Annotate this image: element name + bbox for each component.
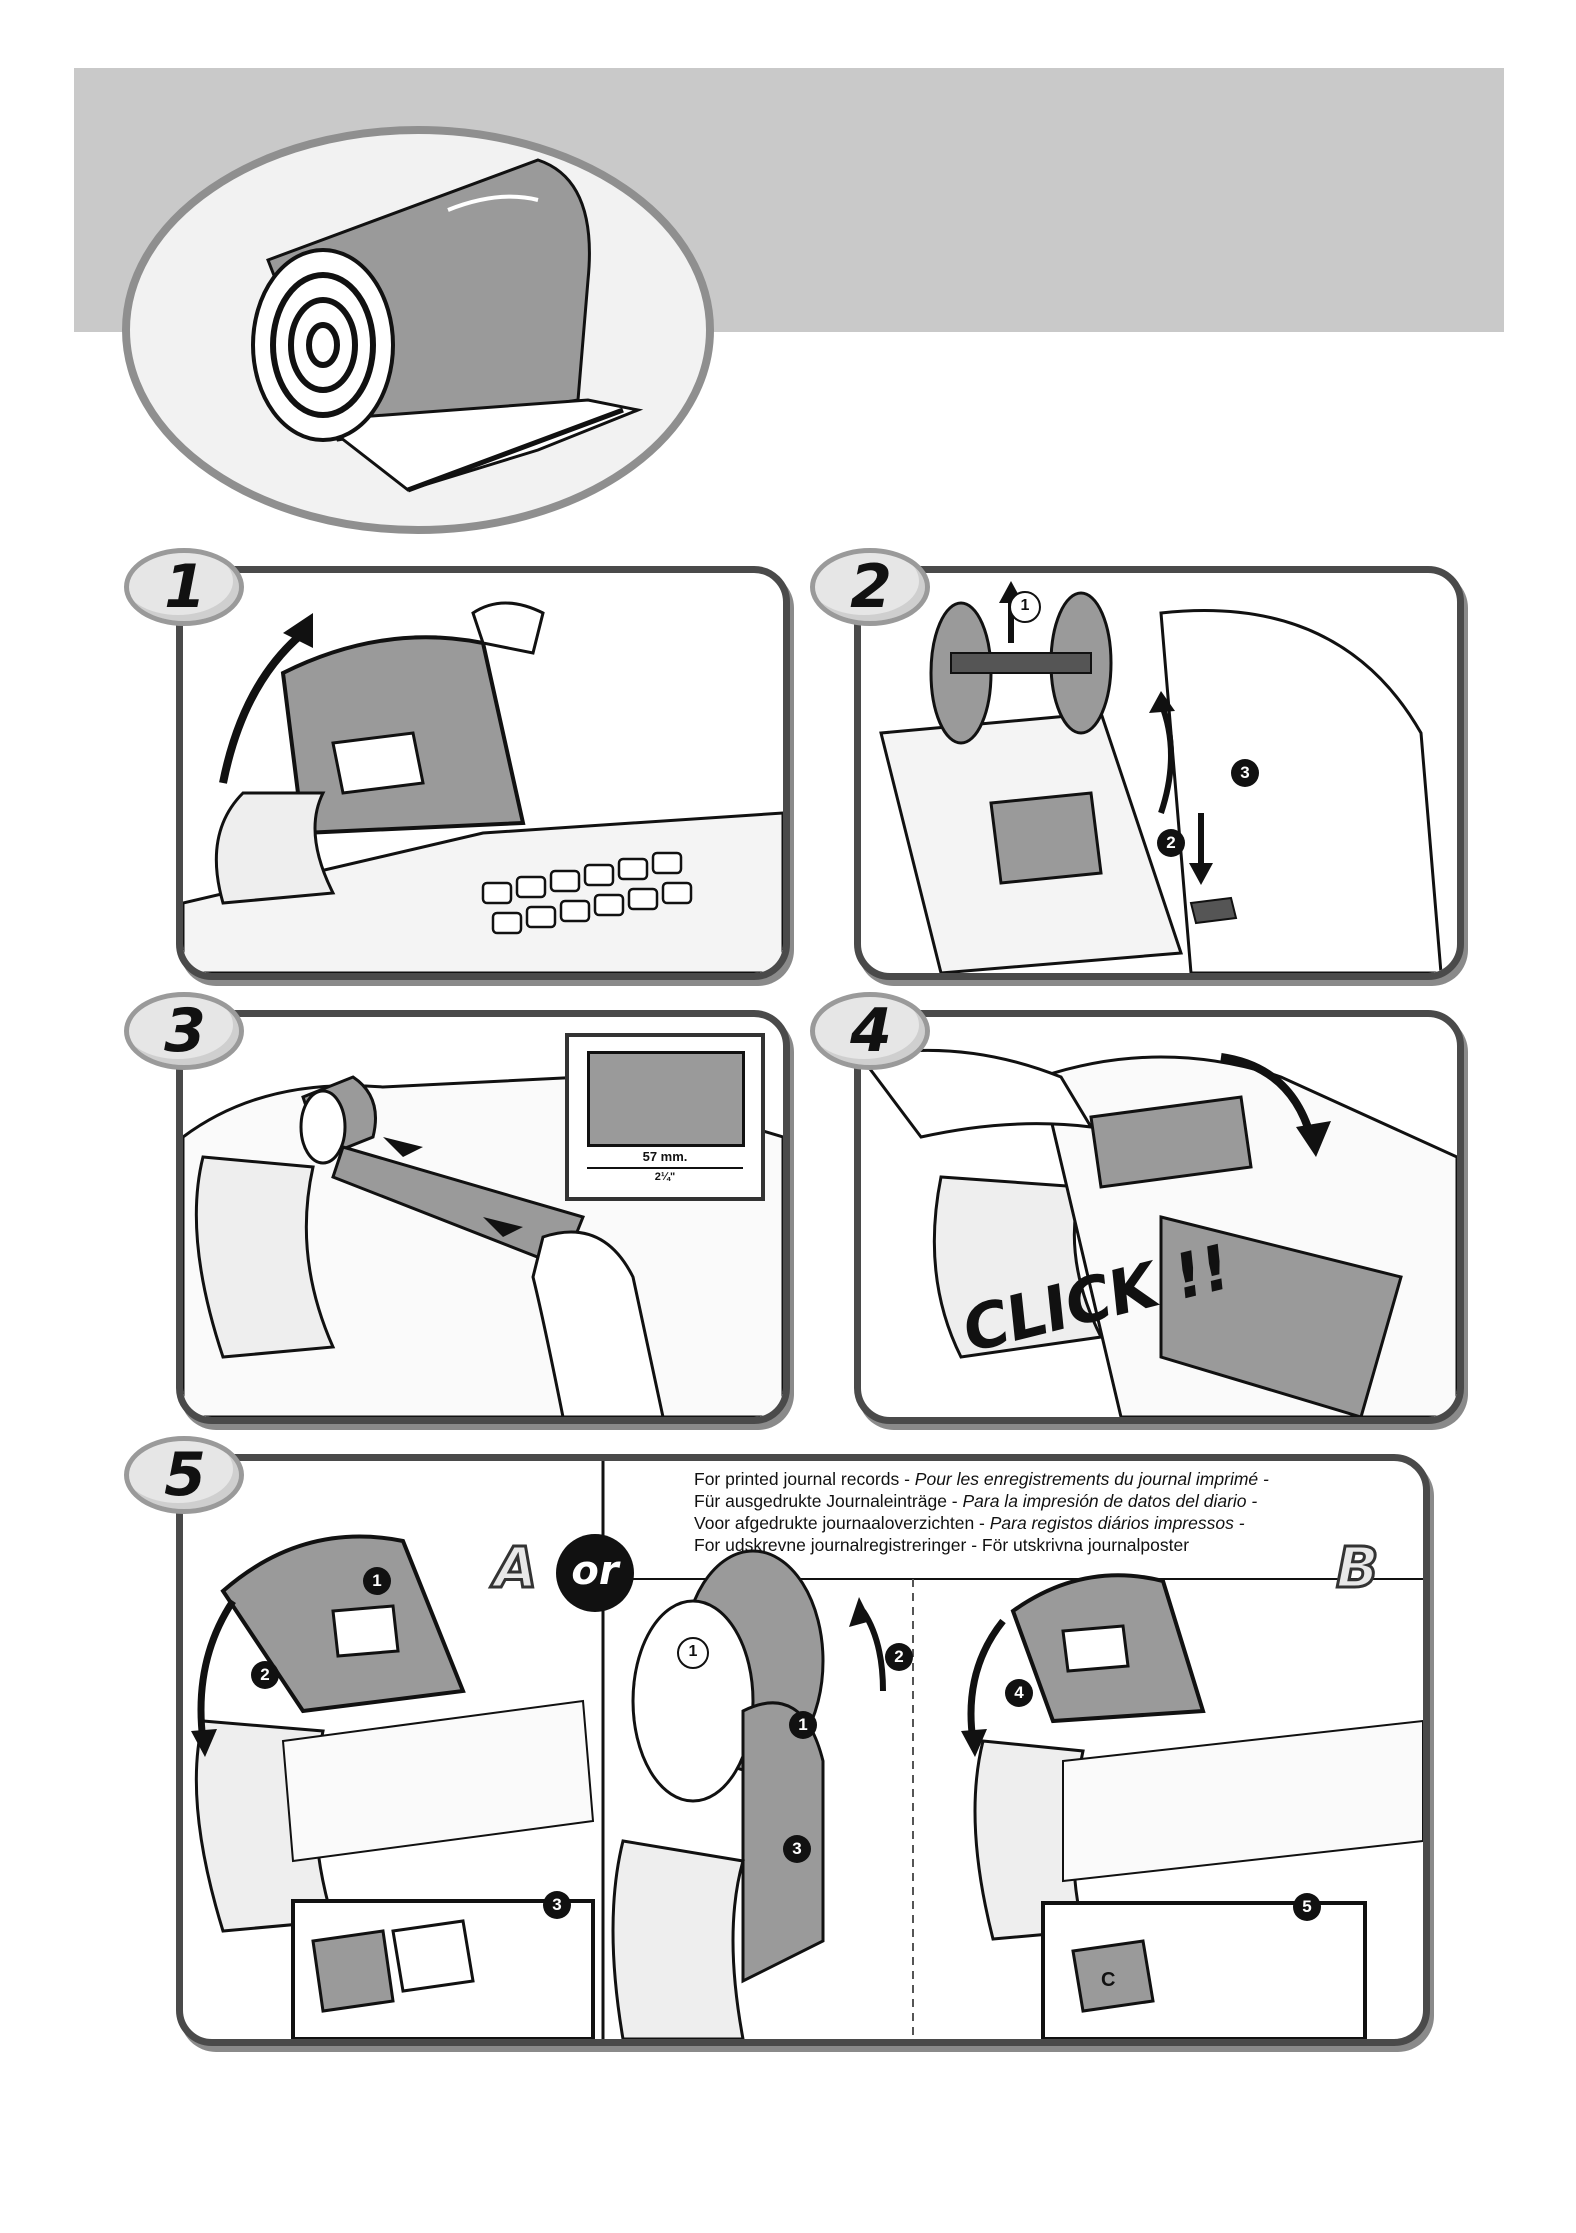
- paper-width-inch: 2¼": [654, 1171, 676, 1183]
- step-5-number: 5: [124, 1436, 244, 1514]
- step-4-illustration: [861, 1048, 1457, 1417]
- step5-callout-3a: 3: [543, 1891, 571, 1919]
- note-line-2: Für ausgedrukte Journaleinträge - Para l…: [694, 1491, 1258, 1511]
- paper-width-inset: 57 mm. 2¼": [565, 1033, 765, 1201]
- step-3-illustration: [183, 1075, 783, 1417]
- step-5-illustration: [191, 1461, 1423, 2039]
- step-4-number: 4: [810, 992, 930, 1070]
- note-line-1: For printed journal records - Pour les e…: [694, 1469, 1269, 1489]
- paper-width-mm: 57 mm.: [642, 1149, 688, 1164]
- note-line-4: For udskrevne journalregistreringer - Fö…: [694, 1535, 1190, 1555]
- option-a-label: A: [492, 1535, 538, 1603]
- callout-2: 2: [1157, 829, 1185, 857]
- note-line-3: Voor afgedrukte journaaloverzichten - Pa…: [694, 1513, 1245, 1533]
- journal-note: For printed journal records - Pour les e…: [694, 1468, 1394, 1556]
- paper-roll-illustration: [122, 126, 714, 534]
- callout-3: 3: [1231, 759, 1259, 787]
- step-1-illustration: [183, 601, 783, 973]
- step-3-number: 3: [124, 992, 244, 1070]
- step-2-illustration: [879, 581, 1443, 973]
- or-badge: or: [556, 1534, 634, 1612]
- step5-callout-1c: 1: [789, 1711, 817, 1739]
- step5-callout-5: 5: [1293, 1893, 1321, 1921]
- step-4-panel: [854, 1010, 1464, 1424]
- option-b-label: B: [1335, 1535, 1381, 1603]
- step5-callout-2b: 2: [885, 1643, 913, 1671]
- step5-callout-4: 4: [1005, 1679, 1033, 1707]
- step5-callout-2a: 2: [251, 1661, 279, 1689]
- clear-key-letter: C: [1101, 1969, 1116, 1991]
- step-1-panel: [176, 566, 790, 980]
- step-1-number: 1: [124, 548, 244, 626]
- step-2-number: 2: [810, 548, 930, 626]
- step-3-panel: 57 mm. 2¼": [176, 1010, 790, 1424]
- callout-1: 1: [1009, 591, 1041, 623]
- step5-callout-1b: 1: [677, 1637, 709, 1669]
- step-2-panel: 1 2 3: [854, 566, 1464, 980]
- step5-callout-3b: 3: [783, 1835, 811, 1863]
- step5-callout-1a: 1: [363, 1567, 391, 1595]
- step-5-panel: 1 2 3 1 1 2 3 4 5 C: [176, 1454, 1430, 2046]
